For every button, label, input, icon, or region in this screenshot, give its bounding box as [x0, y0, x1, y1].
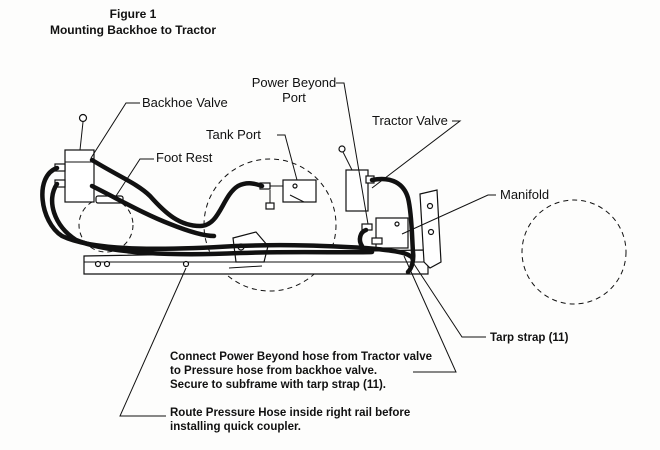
route-note-line1: Route Pressure Hose inside right rail be… [170, 407, 410, 419]
foot-rest-label: Foot Rest [156, 150, 213, 165]
connect-note-leader [403, 255, 457, 373]
connect-note-line2: to Pressure hose from backhoe valve. [170, 365, 377, 377]
leader-lines [90, 82, 496, 417]
tank-port-tee [265, 190, 275, 210]
route-note-line2: installing quick coupler. [170, 421, 301, 433]
backhoe-valve-label: Backhoe Valve [142, 95, 228, 110]
tank-port-fitting [259, 179, 317, 203]
power-beyond-label-line2: Port [282, 90, 306, 105]
power-beyond-leader [336, 82, 369, 225]
tractor-valve-label: Tractor Valve [372, 113, 448, 128]
tractor-valve-lever-knob [338, 145, 346, 153]
tarp-strap-label: Tarp strap (11) [490, 332, 569, 344]
right-bracket [419, 189, 442, 269]
tank-port-leader [277, 134, 298, 181]
backhoe-lever [79, 121, 84, 151]
manifold-label: Manifold [500, 187, 549, 202]
tank-port-label: Tank Port [206, 127, 261, 142]
backhoe-valve-leader [90, 102, 140, 159]
connect-note-line3: Secure to subframe with tarp strap (11). [170, 379, 386, 391]
power-beyond-label-line1: Power Beyond [252, 75, 337, 90]
backhoe-lever-knob [78, 113, 88, 123]
foot-rest-leader [115, 158, 154, 197]
figure-title: Figure 1 [110, 7, 157, 21]
tractor-valve-leader [371, 120, 462, 189]
manifold [361, 217, 409, 249]
tractor-valve [338, 145, 375, 212]
backhoe-valve [54, 113, 95, 203]
tarp-strap-leader [409, 257, 486, 338]
figure-subtitle: Mounting Backhoe to Tractor [50, 23, 216, 37]
right-detail-circle [521, 199, 627, 305]
tractor-valve-lever [342, 151, 353, 171]
route-note-leader [119, 267, 187, 417]
connect-note-line1: Connect Power Beyond hose from Tractor v… [170, 351, 432, 363]
manifold-leader [401, 194, 496, 235]
hydraulic-hoses [40, 157, 416, 275]
